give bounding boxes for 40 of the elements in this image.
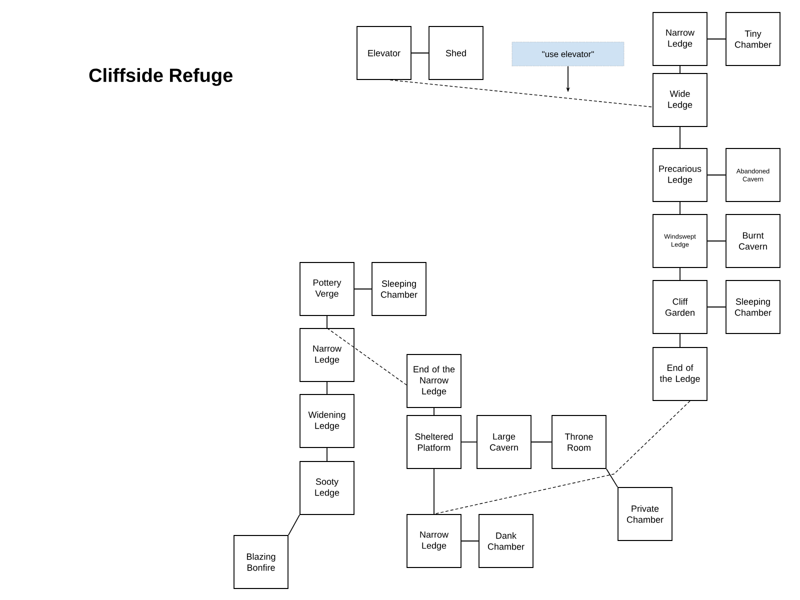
room-box: Dank Chamber <box>478 514 534 568</box>
connector-line <box>461 540 479 542</box>
connector-line <box>326 382 328 394</box>
room-box: Sleeping Chamber <box>726 280 780 334</box>
room-box: Narrow Ledge <box>406 514 462 568</box>
room-box: Pottery Verge <box>300 262 354 316</box>
room-box: End of the Narrow Ledge <box>406 354 462 408</box>
room-box: End of the Ledge <box>652 347 708 401</box>
room-box: Tiny Chamber <box>726 12 780 66</box>
room-box: Burnt Cavern <box>726 214 780 268</box>
room-box: Narrow Ledge <box>300 328 354 382</box>
room-box: Precarious Ledge <box>652 148 708 202</box>
room-box: Sooty Ledge <box>300 461 354 515</box>
connector-line <box>326 448 328 462</box>
connector-line <box>707 240 726 242</box>
room-box: Private Chamber <box>618 487 672 541</box>
connector-line <box>390 80 653 108</box>
room-box: Wide Ledge <box>652 73 708 127</box>
connector-line <box>326 328 407 386</box>
connector-line <box>606 468 618 488</box>
room-box: Sleeping Chamber <box>372 262 426 316</box>
room-box: Large Cavern <box>476 415 532 469</box>
connector-line <box>707 174 726 176</box>
connector-line <box>707 38 726 40</box>
room-box: Throne Room <box>552 415 606 469</box>
room-box: Cliff Garden <box>652 280 708 334</box>
note-box: "use elevator" <box>512 42 624 66</box>
connector-line <box>326 316 328 328</box>
connector-line <box>288 514 300 536</box>
connector-line <box>354 288 372 290</box>
room-box: Widening Ledge <box>300 394 354 448</box>
room-box: Narrow Ledge <box>652 12 708 66</box>
room-box: Sheltered Platform <box>406 415 462 469</box>
room-box: Elevator <box>356 26 412 80</box>
connector-line <box>434 400 690 514</box>
connector-line <box>707 306 726 308</box>
room-box: Shed <box>428 26 484 80</box>
title: Cliffside Refuge <box>89 68 232 86</box>
connector-line <box>411 52 429 54</box>
room-box: Blazing Bonfire <box>234 535 288 589</box>
